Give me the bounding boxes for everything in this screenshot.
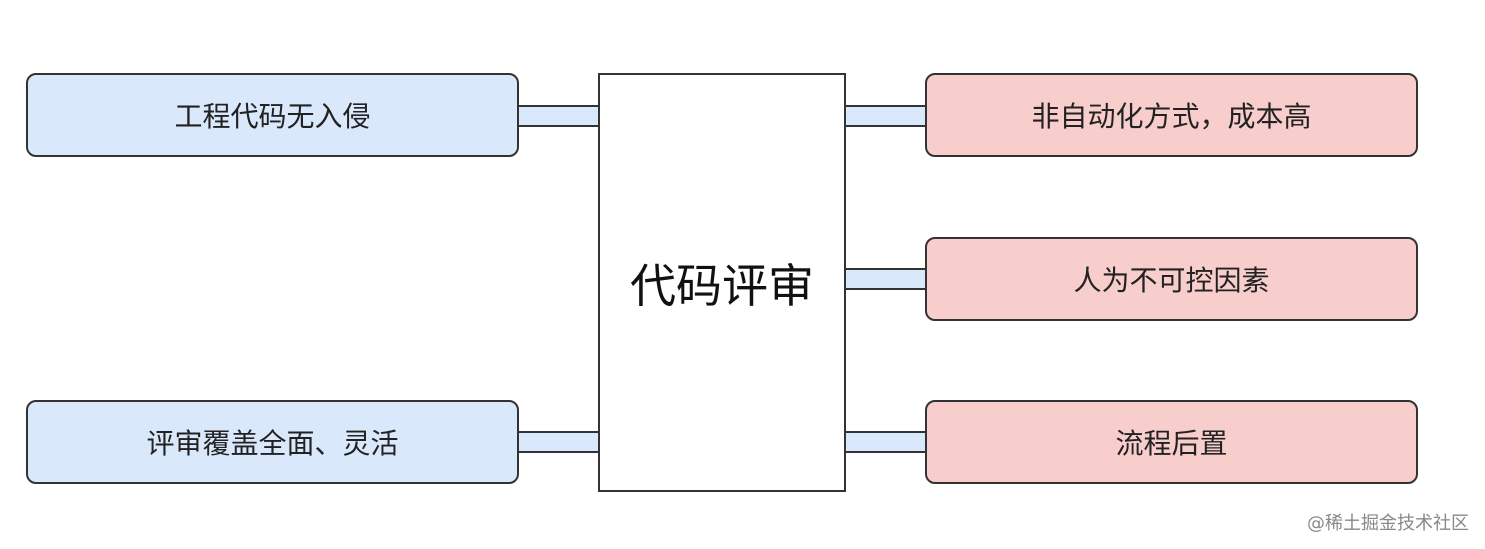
con-node-1: 非自动化方式，成本高: [925, 73, 1418, 157]
watermark-text: @稀土掘金技术社区: [1307, 513, 1469, 534]
pro-node-1: 工程代码无入侵: [26, 73, 519, 157]
con-node-3: 流程后置: [925, 400, 1418, 484]
connector-con-3: [844, 431, 927, 453]
connector-con-2: [844, 268, 927, 290]
pro-node-2: 评审覆盖全面、灵活: [26, 400, 519, 484]
connector-con-1: [844, 105, 927, 127]
connector-pro-1: [517, 105, 600, 127]
center-node: 代码评审: [598, 73, 846, 492]
con-node-2: 人为不可控因素: [925, 237, 1418, 321]
connector-pro-2: [517, 431, 600, 453]
